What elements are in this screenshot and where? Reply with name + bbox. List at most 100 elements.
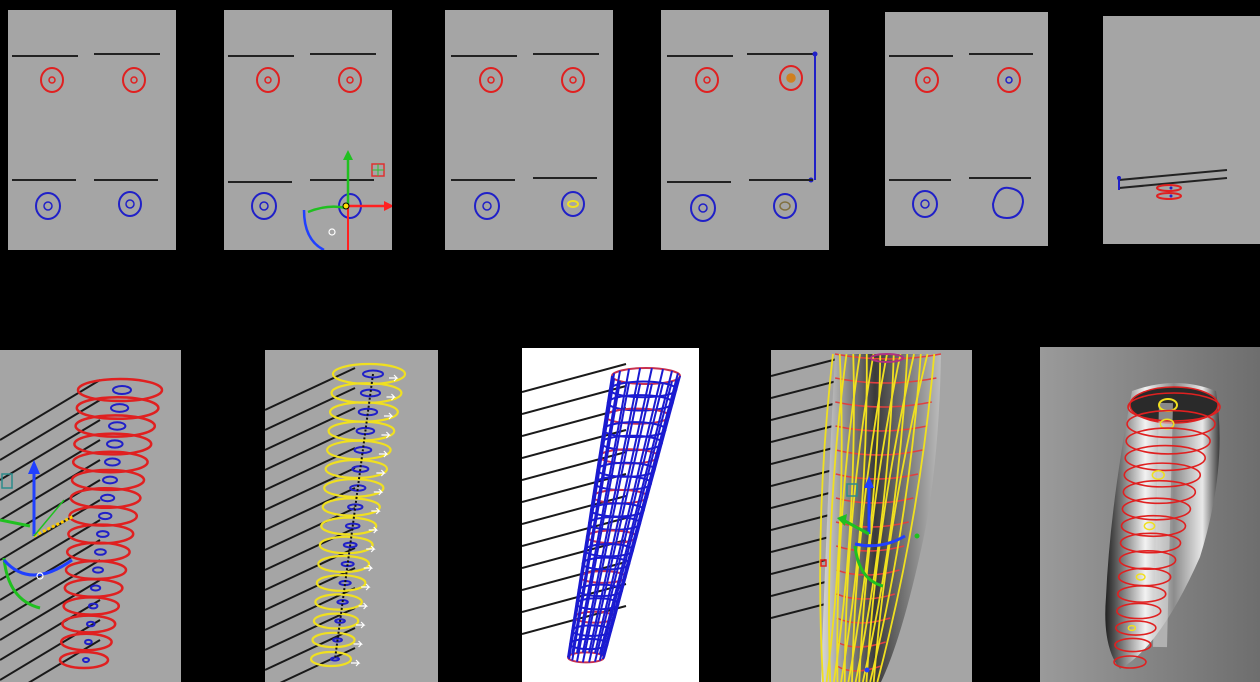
section-curve bbox=[835, 425, 928, 432]
guide-line bbox=[771, 423, 842, 443]
bottom-panel-3 bbox=[522, 348, 699, 682]
direction-arrow-icon bbox=[356, 621, 366, 629]
inner-contour bbox=[108, 421, 127, 431]
isocurve[interactable] bbox=[872, 353, 929, 682]
selected-contour-stack[interactable] bbox=[309, 362, 407, 668]
rotation-arc-green[interactable] bbox=[2, 557, 41, 610]
selected-contour[interactable] bbox=[320, 516, 378, 536]
outer-contour bbox=[561, 67, 585, 93]
inner-contour bbox=[106, 439, 124, 449]
outer-contour bbox=[63, 577, 124, 599]
inner-contour bbox=[125, 199, 135, 209]
selected-contour[interactable] bbox=[328, 401, 399, 423]
selected-contour[interactable] bbox=[311, 631, 356, 649]
direction-arrow-icon bbox=[351, 659, 361, 667]
selected-contour[interactable] bbox=[309, 650, 353, 668]
selected-contour[interactable] bbox=[317, 554, 371, 574]
selected-inner-contour[interactable] bbox=[567, 200, 579, 208]
outer-contour-blue bbox=[251, 192, 277, 220]
outer-contour bbox=[695, 67, 719, 93]
wireframe-isocurve bbox=[598, 370, 673, 655]
guide-line bbox=[0, 419, 101, 481]
inner-contour bbox=[359, 388, 382, 398]
gizmo-center[interactable] bbox=[342, 202, 350, 210]
outer-contour bbox=[1120, 514, 1187, 538]
inner-contour bbox=[346, 76, 354, 84]
selected-contour[interactable] bbox=[315, 574, 367, 592]
direction-arrow-icon bbox=[371, 507, 381, 515]
control-point[interactable] bbox=[820, 559, 827, 567]
inner-contour bbox=[88, 602, 99, 610]
selected-contour[interactable] bbox=[324, 458, 389, 480]
inner-contour bbox=[698, 203, 708, 213]
selected-contour[interactable] bbox=[312, 612, 360, 630]
guide-lines bbox=[522, 363, 627, 635]
top-opening bbox=[1130, 387, 1218, 423]
inner-contour bbox=[96, 530, 110, 538]
rotation-arc-green[interactable] bbox=[853, 545, 884, 588]
section-curve bbox=[836, 665, 882, 672]
outer-contour bbox=[65, 541, 131, 563]
outer-contour bbox=[1122, 479, 1197, 505]
surface-isocurves[interactable] bbox=[819, 353, 942, 682]
rotation-arc-blue[interactable] bbox=[2, 558, 73, 577]
selected-inner-contour[interactable] bbox=[1135, 573, 1146, 581]
selected-contour[interactable] bbox=[327, 420, 396, 442]
control-point[interactable] bbox=[864, 667, 870, 673]
wireframe-isocurve bbox=[576, 382, 630, 662]
outer-contour bbox=[70, 468, 146, 492]
direction-arrow-icon bbox=[386, 393, 396, 401]
guide-line bbox=[0, 539, 101, 601]
rotation-arc-blue[interactable] bbox=[854, 534, 906, 548]
isocurve[interactable] bbox=[819, 353, 834, 682]
isocurve[interactable] bbox=[851, 353, 888, 682]
outer-contour bbox=[1125, 427, 1211, 455]
isocurve[interactable] bbox=[858, 353, 902, 682]
outer-contour bbox=[40, 67, 64, 93]
guide-line bbox=[771, 357, 842, 377]
transform-gizmo[interactable] bbox=[302, 150, 392, 250]
isocurve[interactable] bbox=[828, 353, 848, 682]
guide-line bbox=[265, 427, 356, 471]
rotation-arc-green[interactable] bbox=[0, 518, 31, 528]
bottom-panel-4 bbox=[771, 350, 972, 682]
gizmo-y-axis[interactable] bbox=[842, 518, 870, 536]
selected-inner-contour[interactable] bbox=[1127, 624, 1137, 632]
selected-contour[interactable] bbox=[323, 478, 385, 498]
control-point[interactable] bbox=[914, 533, 920, 539]
outer-contour bbox=[73, 432, 153, 456]
outer-contour bbox=[1124, 444, 1206, 472]
direction-arrow-icon bbox=[373, 488, 384, 496]
selected-contour[interactable] bbox=[318, 535, 374, 555]
plane-handle-icon[interactable] bbox=[1, 473, 13, 489]
guide-line bbox=[265, 447, 356, 491]
rotation-arc-blue[interactable] bbox=[302, 209, 325, 250]
outer-contour bbox=[74, 414, 157, 438]
guide-lines bbox=[265, 367, 356, 682]
connector-point[interactable] bbox=[1117, 176, 1121, 180]
selected-contour[interactable] bbox=[326, 439, 392, 461]
top-panel-2 bbox=[224, 10, 392, 250]
selected-inner-contour[interactable] bbox=[1143, 521, 1156, 531]
gizmo-y-axis[interactable] bbox=[33, 499, 65, 537]
selected-inner-contour[interactable] bbox=[786, 73, 796, 83]
transform-gizmo[interactable] bbox=[820, 476, 920, 673]
contour-stack bbox=[58, 377, 164, 670]
section-curve bbox=[836, 641, 886, 648]
isocurve[interactable] bbox=[865, 353, 915, 682]
isocurve[interactable] bbox=[843, 353, 875, 682]
isocurve[interactable] bbox=[876, 353, 936, 682]
transform-gizmo[interactable] bbox=[0, 460, 75, 610]
outer-contour bbox=[1127, 392, 1221, 422]
inner-contour bbox=[1169, 194, 1173, 198]
inner-contour bbox=[100, 493, 116, 503]
contour-stack bbox=[1113, 392, 1221, 669]
connector-point[interactable] bbox=[812, 51, 818, 57]
selected-inner-contour[interactable] bbox=[1151, 470, 1165, 480]
gizmo-x-axis[interactable] bbox=[33, 514, 75, 538]
plane-handle-icon[interactable] bbox=[846, 483, 858, 497]
selected-contour[interactable] bbox=[314, 593, 363, 611]
guide-line bbox=[0, 599, 101, 661]
selected-contour[interactable] bbox=[321, 497, 381, 517]
inner-contour bbox=[82, 657, 90, 663]
